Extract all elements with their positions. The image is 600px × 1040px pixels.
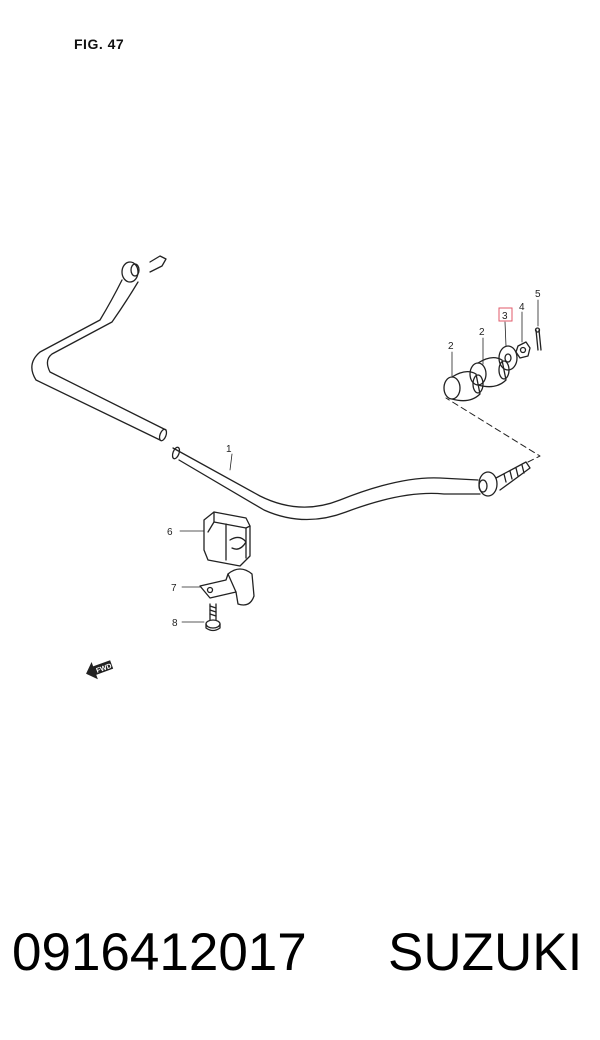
- exploded-parts-diagram: 1 2 2 3 4 5 6 7 8 FWD: [31, 255, 542, 680]
- callout-7: 7: [171, 583, 177, 594]
- callout-8: 8: [172, 618, 178, 629]
- callout-2-lower: 2: [448, 341, 454, 352]
- highlight-box: [498, 307, 513, 322]
- bracket: [199, 568, 255, 606]
- stabilizer-bar: [31, 255, 531, 521]
- cotter-pin: [534, 327, 542, 351]
- callout-5: 5: [535, 289, 541, 300]
- bushing-lower: [443, 370, 484, 402]
- figure-title: FIG. 47: [74, 36, 125, 52]
- washer: [498, 345, 518, 371]
- fwd-arrow-icon: FWD: [86, 660, 114, 680]
- callout-1: 1: [226, 444, 232, 455]
- part-number: 0916412017: [12, 923, 307, 982]
- callout-2-upper: 2: [479, 327, 485, 338]
- bushing-upper: [469, 356, 510, 388]
- brand-name: SUZUKI: [388, 923, 583, 982]
- bolt: [205, 603, 221, 632]
- nut: [515, 341, 531, 359]
- fwd-label: FWD: [95, 663, 112, 675]
- callout-3: 3: [502, 311, 508, 322]
- callout-4: 4: [519, 302, 525, 313]
- mount-bushing: [203, 511, 251, 567]
- callout-6: 6: [167, 527, 173, 538]
